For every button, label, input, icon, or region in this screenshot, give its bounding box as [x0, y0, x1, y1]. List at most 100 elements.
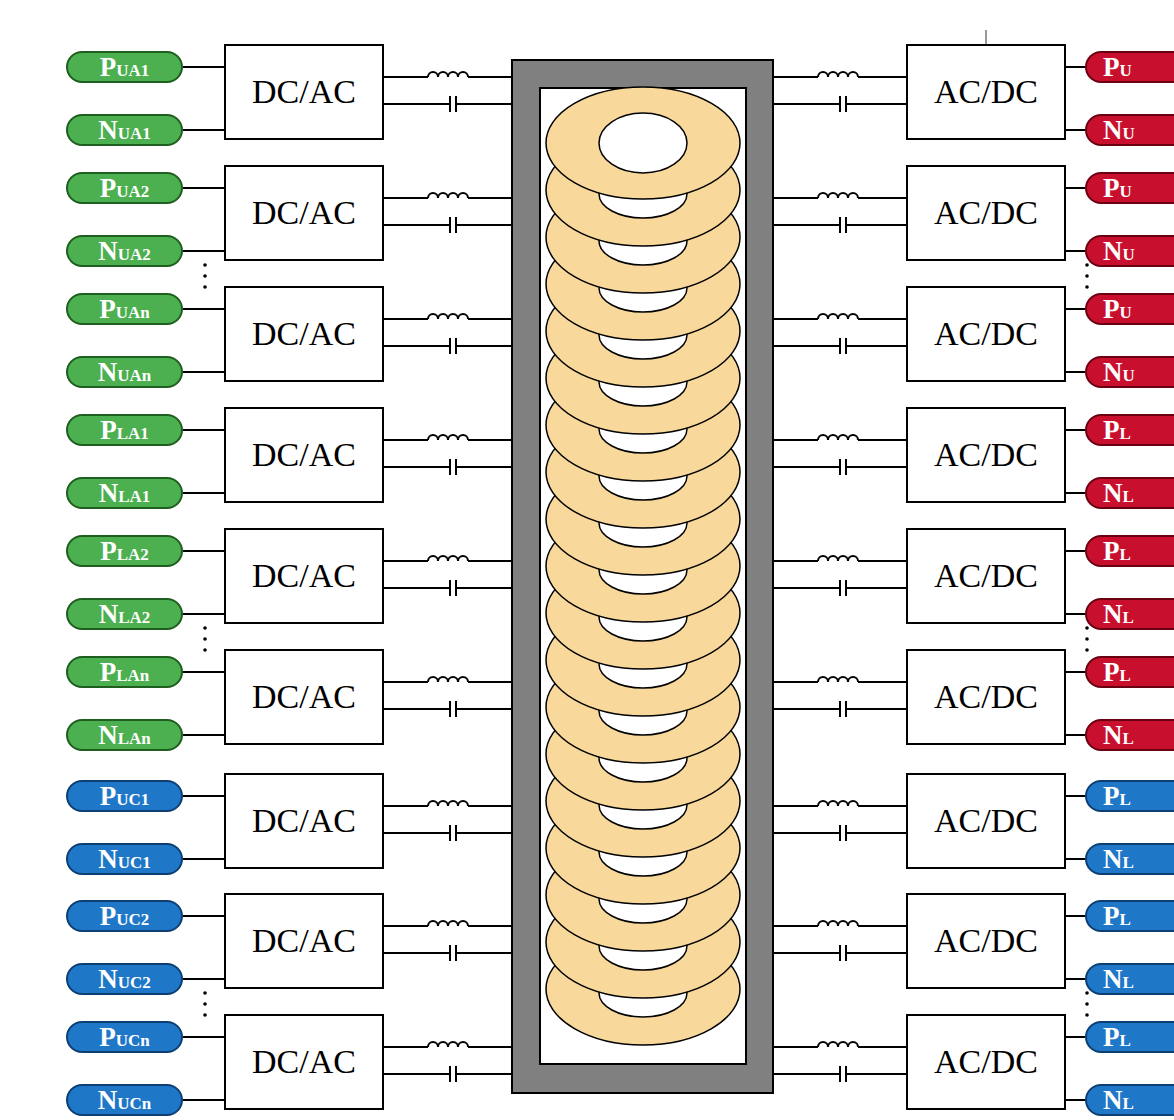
wire [846, 587, 906, 589]
converter-label: DC/AC [252, 73, 356, 111]
terminal-pill: PUAn [66, 293, 183, 325]
terminal-pill: PUCn [66, 1021, 183, 1053]
converter-label: DC/AC [252, 315, 356, 353]
terminal-pill: NL [1085, 719, 1174, 751]
inductor-symbol [428, 1042, 468, 1047]
terminal-pill: PUA2 [66, 172, 183, 204]
terminal-wire [1066, 858, 1085, 860]
capacitor-symbol [839, 701, 841, 717]
toroid-hole [599, 113, 687, 173]
terminal-wire [183, 978, 224, 980]
capacitor-symbol [455, 217, 457, 233]
terminal-label: PUC1 [100, 783, 150, 810]
wire [468, 1046, 512, 1048]
capacitor-symbol [839, 96, 841, 112]
terminal-wire [183, 795, 224, 797]
terminal-wire [183, 492, 224, 494]
capacitor-symbol [449, 1066, 451, 1082]
terminal-pill: NUAn [66, 356, 183, 388]
inductor-symbol [818, 556, 858, 561]
inductor-symbol [818, 1042, 858, 1047]
capacitor-symbol [455, 459, 457, 475]
terminal-wire [1066, 371, 1085, 373]
terminal-pill: PL [1085, 1021, 1174, 1053]
converter-label: DC/AC [252, 678, 356, 716]
capacitor-symbol [845, 701, 847, 717]
wire [384, 952, 450, 954]
terminal-label: PL [1103, 659, 1131, 686]
terminal-label: PUCn [99, 1024, 150, 1051]
terminal-label: NL [1103, 846, 1134, 873]
ellipsis-dot [1085, 991, 1089, 995]
terminal-pill: NL [1085, 1084, 1174, 1116]
terminal-wire [1066, 795, 1085, 797]
converter-label: AC/DC [934, 557, 1038, 595]
toroid-stack [546, 87, 740, 1045]
converter-box: AC/DC [906, 286, 1066, 382]
terminal-wire [183, 187, 224, 189]
ellipsis-dot [203, 648, 207, 652]
terminal-label: NLA2 [99, 601, 151, 628]
terminal-wire [1066, 429, 1085, 431]
ellipsis-dot [203, 285, 207, 289]
converter-label: AC/DC [934, 194, 1038, 232]
converter-label: DC/AC [252, 802, 356, 840]
ellipsis-dot [203, 274, 207, 278]
converter-label: DC/AC [252, 436, 356, 474]
ellipsis-dot [203, 263, 207, 267]
capacitor-symbol [839, 945, 841, 961]
capacitor-symbol [449, 217, 451, 233]
terminal-wire [183, 671, 224, 673]
terminal-label: PL [1103, 783, 1131, 810]
capacitor-symbol [839, 1066, 841, 1082]
terminal-wire [1066, 129, 1085, 131]
transformer-frame [512, 60, 773, 1093]
wire [858, 1046, 906, 1048]
wire [384, 345, 450, 347]
capacitor-symbol [845, 459, 847, 475]
wire [858, 439, 906, 441]
terminal-wire [1066, 492, 1085, 494]
terminal-wire [183, 1099, 224, 1101]
converter-label: AC/DC [934, 678, 1038, 716]
wire [456, 1073, 512, 1075]
wire [456, 466, 512, 468]
terminal-pill: PL [1085, 780, 1174, 812]
ellipsis-dot [1085, 626, 1089, 630]
wire [456, 832, 512, 834]
capacitor-symbol [845, 825, 847, 841]
capacitor-symbol [455, 338, 457, 354]
terminal-wire [1066, 671, 1085, 673]
capacitor-symbol [449, 580, 451, 596]
terminal-wire [1066, 187, 1085, 189]
wire [846, 466, 906, 468]
converter-label: DC/AC [252, 194, 356, 232]
wire [456, 587, 512, 589]
wire [773, 345, 840, 347]
wire [773, 832, 840, 834]
terminal-pill: PUA1 [66, 51, 183, 83]
capacitor-symbol [839, 580, 841, 596]
capacitor-symbol [839, 825, 841, 841]
terminal-pill: PUC2 [66, 900, 183, 932]
terminal-pill: NL [1085, 598, 1174, 630]
converter-box: AC/DC [906, 44, 1066, 140]
terminal-wire [1066, 734, 1085, 736]
terminal-label: NU [1103, 238, 1135, 265]
wire [384, 1046, 428, 1048]
converter-wires [203, 72, 1089, 1082]
converter-box: AC/DC [906, 528, 1066, 624]
wire [468, 681, 512, 683]
wire [773, 681, 818, 683]
terminal-label: NUCn [98, 1087, 152, 1114]
terminal-pill: NUC2 [66, 963, 183, 995]
terminal-pill: PL [1085, 414, 1174, 446]
inductor-symbol [818, 72, 858, 77]
wire [384, 466, 450, 468]
terminal-pill: PL [1085, 656, 1174, 688]
capacitor-symbol [845, 580, 847, 596]
converter-box: DC/AC [224, 773, 384, 869]
converter-label: AC/DC [934, 802, 1038, 840]
wire [773, 224, 840, 226]
wire [384, 76, 428, 78]
